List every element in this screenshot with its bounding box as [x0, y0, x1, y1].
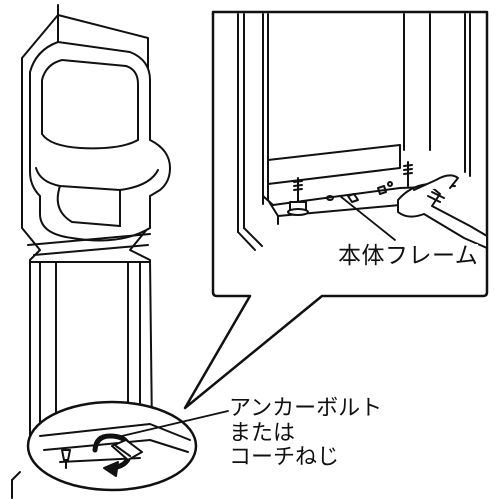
anchor-bolt-icon — [287, 177, 309, 216]
wrench-icon — [397, 161, 488, 249]
rotation-arrow-icon — [92, 433, 133, 477]
inset-frame — [183, 10, 489, 410]
main-body-frame-label: 本体フレーム — [338, 243, 479, 270]
anchor-label-line-1: アンカーボルト — [229, 396, 383, 421]
anchor-label-line-2: または — [229, 420, 296, 446]
main-body-frame-icon — [237, 13, 471, 251]
water-tank-icon — [27, 41, 171, 246]
anchor-bolt-label: アンカーボルト または コーチねじ — [229, 396, 383, 471]
main-unit — [21, 4, 153, 441]
anchor-label-line-3: コーチねじ — [229, 445, 340, 471]
base-magnifier — [11, 400, 229, 499]
